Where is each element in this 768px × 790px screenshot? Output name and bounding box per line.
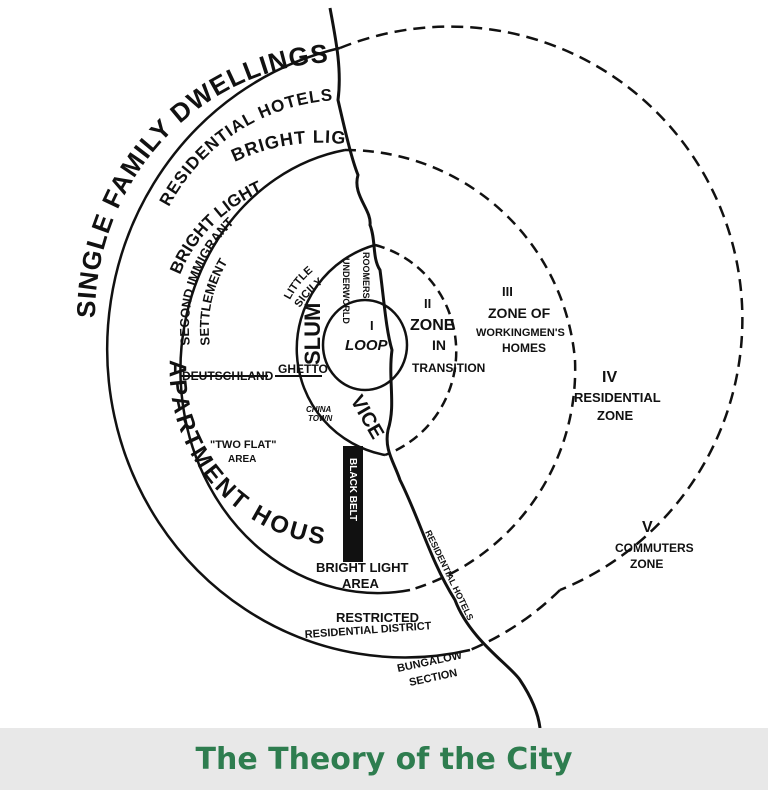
transition-number: II [424, 296, 431, 311]
two-flat-label: "TWO FLAT" [210, 439, 276, 451]
loop-number: I [370, 318, 374, 333]
caption-title: The Theory of the City [195, 741, 573, 777]
loop-boundary [321, 298, 409, 392]
commuters-label-2: ZONE [630, 557, 663, 571]
residential-label-1: RESIDENTIAL [574, 390, 661, 405]
bright-light-bottom-label-1: BRIGHT LIGHT [316, 560, 408, 575]
ghetto-label: GHETTO [278, 362, 328, 376]
transition-label-1: ZONE [410, 317, 455, 334]
workingmen-label-1: ZONE OF [488, 305, 551, 321]
bright-light-area-top-label: BRIGHT LIGHT AREA [0, 0, 347, 166]
slum-label: SLUM [300, 303, 325, 365]
residential-zone-boundary-west [105, 46, 471, 659]
caption-bar: The Theory of the City [0, 728, 768, 790]
lake-shore-line [328, 7, 542, 728]
bright-light-bottom-label-2: AREA [342, 576, 379, 591]
transition-zone-boundary [374, 243, 458, 457]
roomers-label: ROOMERS [361, 252, 371, 299]
vice-label: VICE [346, 392, 388, 443]
underworld-label: UNDERWORLD [341, 258, 351, 324]
transition-label-3: TRANSITION [412, 361, 485, 375]
workingmen-zone-boundary-west [179, 148, 411, 595]
restricted-label-1: RESTRICTED [336, 610, 419, 625]
deutschland-label: DEUTSCHLAND [182, 369, 274, 383]
transition-zone-boundary-west [295, 243, 386, 457]
transition-label-2: IN [432, 337, 446, 353]
commuters-label-1: COMMUTERS [615, 541, 694, 555]
residential-label-2: ZONE [597, 408, 633, 423]
loop-label: LOOP [345, 337, 388, 354]
workingmen-label-2: WORKINGMEN'S [476, 327, 565, 339]
workingmen-label-3: HOMES [502, 341, 546, 355]
commuters-number: V [642, 519, 653, 536]
black-belt-label: BLACK BELT [347, 458, 358, 521]
concentric-zone-diagram: SINGLE FAMILY DWELLINGS RESIDENTIAL HOTE… [0, 0, 744, 728]
two-flat-area-label: AREA [228, 454, 256, 465]
residential-hotels-lower-label: RESIDENTIAL HOTELS [423, 528, 475, 621]
town-label: TOWN [308, 414, 333, 423]
residential-zone-boundary [344, 148, 577, 592]
china-label: CHINA [306, 405, 332, 414]
apartment-houses-label: APARTMENT HOUSES [0, 0, 330, 551]
black-belt-strip [343, 446, 363, 562]
commuters-zone-boundary [339, 25, 744, 652]
workingmen-number: III [502, 284, 513, 299]
residential-number: IV [602, 369, 617, 386]
